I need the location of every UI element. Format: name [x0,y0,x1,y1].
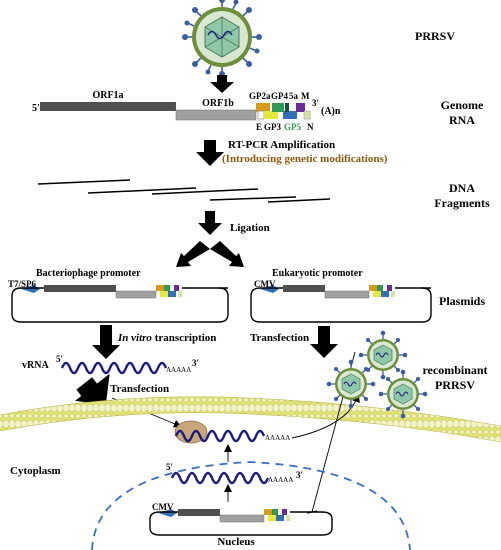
vrna-5prime: 5' [56,354,63,364]
label-nucleus: Nucleus [217,536,255,548]
recombinant-virion-right [378,369,428,419]
genome-3prime: 3' [312,98,319,108]
genome-orf1b-bar [175,109,257,121]
arrow-in-vitro-transcription [92,325,120,359]
gene-e [257,110,265,120]
arrow-rtpcr [196,140,224,166]
cytoplasm-rna-aaaaa: AAAAA [265,434,290,442]
step-modifications: (Introducing genetic modifications) [222,153,388,165]
genome-rna: 5' ORF1a ORF1b GP2a GP4 5a M 3' (A)n E G… [32,90,341,132]
plasmid-eukaryotic-promoter: Eukaryotic promoter [272,268,363,279]
vrna-3prime: 3' [192,358,199,368]
gene-m [296,103,305,112]
label-rna: RNA [449,113,475,127]
gene-5a [285,103,289,112]
genome-gp3-label: GP3 [264,122,281,132]
genome-m-label: M [301,91,310,101]
step-in-vitro-transcription: In vitro transcription [117,332,216,344]
plasmid-cmv-right: CMV [254,279,276,289]
genome-5a-label: 5a [289,91,299,101]
label-cytoplasm: Cytoplasm [10,465,61,477]
nucleus-envelope [91,461,411,550]
vrna-aaaaa: AAAAA [166,366,191,374]
arrow-transfection-left [74,373,110,405]
arrow-virion-to-genome [210,75,234,93]
virion-icon [182,0,262,77]
plasmid-left: T7/SP6 [8,279,229,323]
arrow-ligation [198,211,222,235]
nuclear-rna-5prime: 5' [166,462,173,472]
gene-gp3 [264,111,278,119]
arrow-transfection-right [310,326,338,358]
genome-5prime: 5' [32,103,40,114]
step-transfection-right: Transfection [250,332,309,344]
genome-e-label: E [256,122,262,132]
genome-gp5-label: GP5 [284,122,301,132]
label-genome: Genome [441,98,484,112]
label-recombinant: recombinant [422,363,487,377]
plasmid-cmv-nucleus: CMV [152,502,174,512]
arrow-to-recombinant [291,394,360,439]
genome-polya: (A)n [321,106,341,117]
genome-gp2a-label: GP2a [249,91,271,101]
genome-n-label: N [307,122,314,132]
genome-orf1a-bar [40,102,176,111]
vrna-strand [60,361,168,375]
gene-gp5 [283,111,297,119]
step-transfection-left: Transfection [110,383,169,395]
plasmid-nuclear: CMV [149,502,333,536]
recombinant-virion-top [358,330,408,380]
nuclear-rna-aaaaa: AAAAA [268,476,293,484]
genome-orf1a-label: ORF1a [92,90,123,101]
nuclear-rna-3prime: 3' [296,470,303,480]
label-plasmids: Plasmids [439,294,485,308]
plasmid-t7-sp6: T7/SP6 [8,279,37,289]
label-recombinant-prrsv: PRRSV [435,378,475,392]
vrna-label: vRNA [22,360,49,371]
step-ligation: Ligation [230,222,270,234]
nuclear-rna-strand [170,471,270,485]
ribosome [174,420,208,444]
plasmid-bacteriophage-promoter: Bacteriophage promoter [36,268,141,279]
label-prrsv: PRRSV [415,29,455,43]
plasmid-right: CMV [250,279,432,323]
genome-orf1b-label: ORF1b [202,98,234,109]
gene-n [303,110,311,120]
label-fragments: Fragments [434,196,490,210]
recombinant-virion-left [326,359,376,409]
dna-fragments [37,179,331,203]
step-rtpcr: RT-PCR Amplification [228,139,335,151]
gene-gp4 [272,103,284,112]
genome-gp4-label: GP4 [271,91,288,101]
split-arrows [176,241,244,267]
label-dna: DNA [449,181,475,195]
gene-gp2a [256,103,270,112]
cytoplasm-rna-strand [174,429,266,443]
